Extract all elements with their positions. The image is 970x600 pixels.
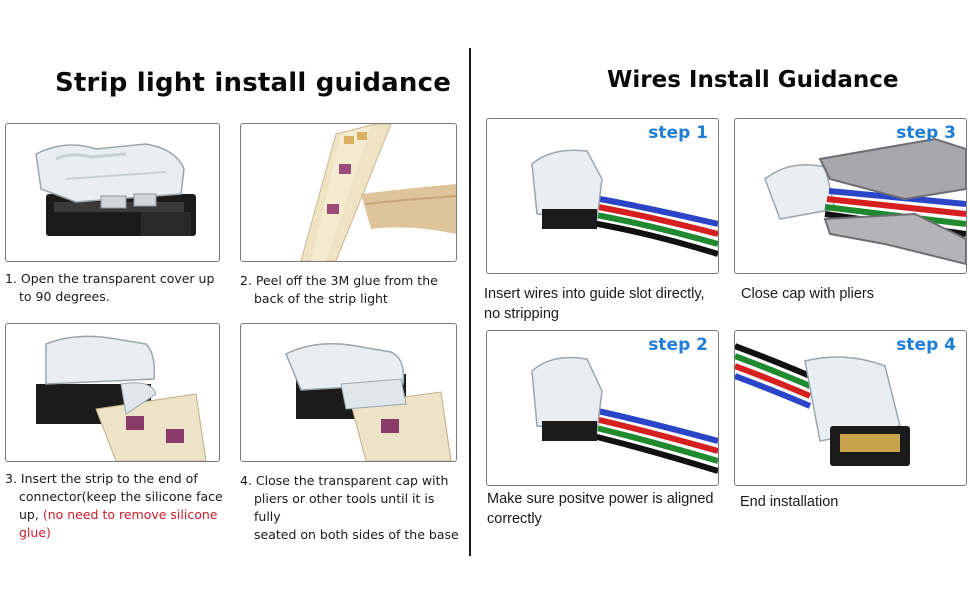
step-3-label: step 3 bbox=[896, 123, 956, 143]
step-2-image: step 2 bbox=[486, 330, 719, 486]
step-1-caption-line-1: Insert wires into guide slot directly, bbox=[484, 286, 705, 302]
left-step-2-caption: 2. Peel off the 3M glue from the back of… bbox=[240, 272, 465, 308]
left-step-1-caption: 1. Open the transparent cover up to 90 d… bbox=[5, 270, 225, 306]
step-3-image: step 3 bbox=[734, 118, 967, 274]
step-2-caption-line-1: Make sure positve power is aligned bbox=[487, 491, 714, 507]
left-step-3-line-1: 3. Insert the strip to the end of bbox=[5, 471, 198, 486]
section-divider bbox=[469, 48, 471, 556]
left-step-4-caption: 4. Close the transparent cap with pliers… bbox=[240, 472, 465, 544]
step-2-caption-line-2: correctly bbox=[487, 511, 542, 527]
left-step-3-warning-end: glue) bbox=[19, 525, 51, 540]
left-step-4-image bbox=[240, 323, 457, 462]
left-step-3-image bbox=[5, 323, 220, 462]
left-step-1-line-2: to 90 degrees. bbox=[19, 289, 110, 304]
step-2-caption: Make sure positve power is aligned corre… bbox=[487, 489, 727, 529]
step-1-caption-line-2: no stripping bbox=[484, 306, 559, 322]
step-2-label: step 2 bbox=[648, 335, 708, 355]
left-step-3-warning: (no need to remove silicone bbox=[42, 507, 218, 522]
step-3-caption: Close cap with pliers bbox=[741, 284, 966, 304]
step-4-image: step 4 bbox=[734, 330, 967, 486]
step-1-caption: Insert wires into guide slot directly, n… bbox=[484, 284, 724, 324]
left-step-3-line-2: connector(keep the silicone face bbox=[19, 489, 223, 504]
step-4-label: step 4 bbox=[896, 335, 956, 355]
left-step-4-line-2: pliers or other tools until it is fully bbox=[254, 491, 435, 524]
strip-glue-illustration bbox=[300, 124, 456, 261]
wires-into-slot-illustration bbox=[531, 149, 718, 257]
left-step-1-image bbox=[5, 123, 220, 262]
left-step-4-line-3: seated on both sides of the base bbox=[254, 527, 459, 542]
left-step-3-line-3: up, bbox=[19, 507, 43, 522]
installed-connector-illustration bbox=[735, 343, 910, 466]
left-step-1-line-1: 1. Open the transparent cover up bbox=[5, 271, 215, 286]
left-section-title: Strip light install guidance bbox=[55, 68, 452, 98]
step-1-label: step 1 bbox=[648, 123, 708, 143]
connector-open-illustration bbox=[35, 143, 196, 236]
pliers-closing-illustration bbox=[764, 137, 966, 266]
left-step-3-caption: 3. Insert the strip to the end of connec… bbox=[5, 470, 230, 542]
step-4-caption-line-1: End installation bbox=[740, 494, 839, 510]
right-section-title: Wires Install Guidance bbox=[607, 67, 899, 93]
strip-insert-illustration bbox=[36, 335, 207, 461]
step-1-image: step 1 bbox=[486, 118, 719, 274]
step-4-caption: End installation bbox=[740, 492, 965, 512]
left-step-2-line-1: 2. Peel off the 3M glue from the bbox=[240, 273, 438, 288]
polarity-alignment-illustration bbox=[531, 356, 718, 474]
left-step-2-line-2: back of the strip light bbox=[254, 291, 388, 306]
step-3-caption-line-1: Close cap with pliers bbox=[741, 286, 874, 302]
left-step-4-line-1: 4. Close the transparent cap with bbox=[240, 473, 449, 488]
left-step-2-image bbox=[240, 123, 457, 262]
cap-closed-illustration bbox=[285, 343, 452, 461]
